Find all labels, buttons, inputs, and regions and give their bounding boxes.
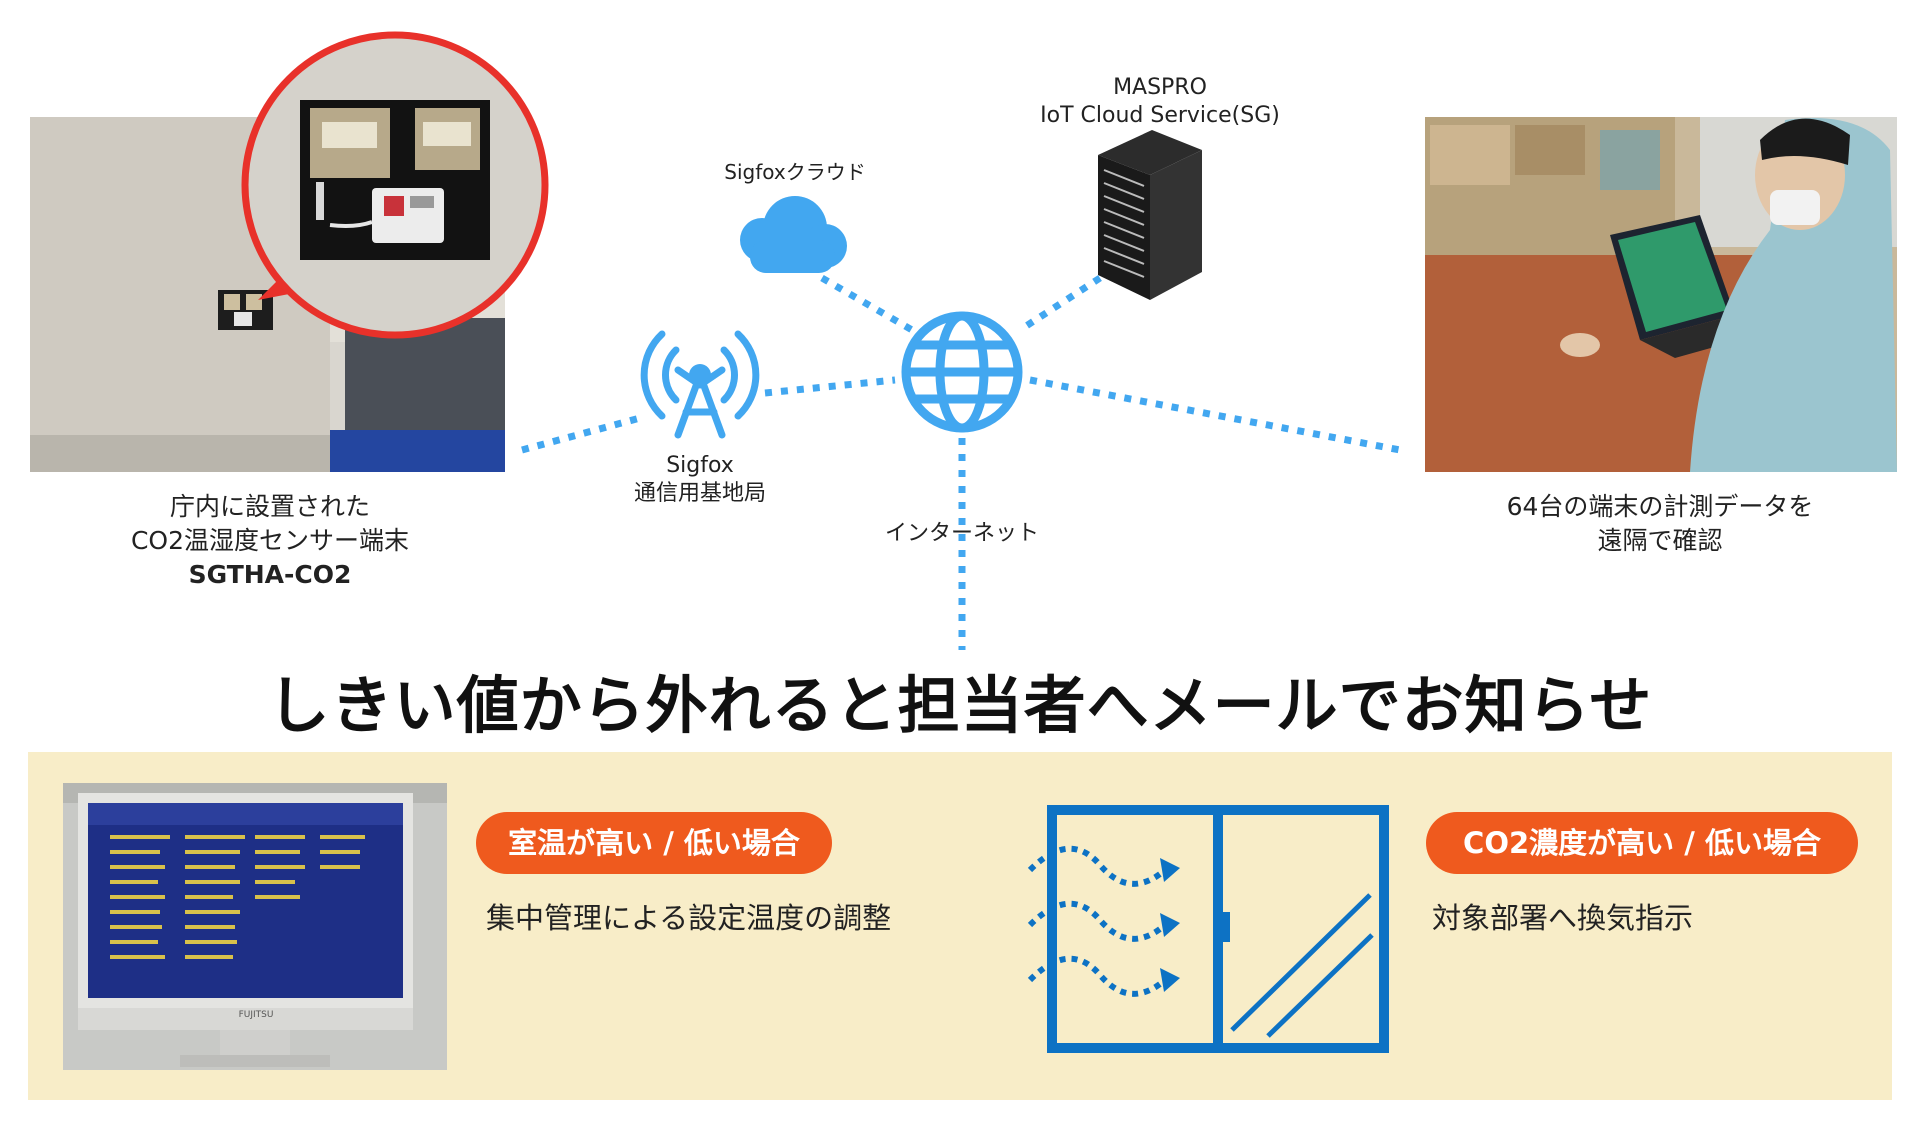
connection-lines bbox=[521, 274, 1401, 650]
headline: しきい値から外れると担当者へメールでお知らせ bbox=[267, 669, 1653, 742]
monitor-brand: FUJITSU bbox=[238, 1010, 274, 1020]
sensor-caption-line1: 庁内に設置された bbox=[169, 492, 370, 521]
remote-caption: 64台の端末の計測データを 遠隔で確認 bbox=[1430, 490, 1890, 558]
sensor-model: SGTHA-CO2 bbox=[188, 560, 352, 589]
maspro-line1: MASPRO bbox=[1113, 75, 1207, 100]
sensor-photo bbox=[30, 31, 549, 472]
line-server-to-globe bbox=[1018, 275, 1102, 333]
base-station-label: Sigfox 通信用基地局 bbox=[600, 452, 800, 508]
base-station-line1: Sigfox bbox=[666, 453, 734, 478]
maspro-label: MASPRO IoT Cloud Service(SG) bbox=[1000, 74, 1320, 130]
airflow-arrowheads bbox=[1160, 858, 1180, 992]
co2-badge: CO2濃度が高い / 低い場合 bbox=[1426, 812, 1858, 874]
maspro-line2: IoT Cloud Service(SG) bbox=[1040, 103, 1280, 128]
line-sensor-to-antenna bbox=[521, 414, 641, 454]
sensor-caption: 庁内に設置された CO2温湿度センサー端末 SGTHA-CO2 bbox=[70, 490, 470, 592]
remote-monitoring-photo bbox=[1425, 117, 1897, 472]
globe-icon bbox=[901, 311, 1023, 433]
monitor-photo bbox=[63, 783, 447, 1070]
line-cloud-to-globe bbox=[820, 274, 914, 334]
line-globe-to-remote bbox=[1029, 376, 1401, 454]
temperature-badge: 室温が高い / 低い場合 bbox=[476, 812, 832, 874]
internet-label: インターネット bbox=[884, 521, 1039, 546]
window-icon bbox=[1047, 805, 1389, 1053]
remote-caption-line1: 64台の端末の計測データを bbox=[1506, 492, 1814, 521]
co2-action: 対象部署へ換気指示 bbox=[1432, 901, 1694, 935]
remote-caption-line2: 遠隔で確認 bbox=[1597, 526, 1723, 555]
sensor-caption-line2: CO2温湿度センサー端末 bbox=[130, 526, 410, 555]
server-icon bbox=[1098, 130, 1202, 300]
base-station-line2: 通信用基地局 bbox=[633, 481, 766, 506]
temperature-action: 集中管理による設定温度の調整 bbox=[486, 901, 892, 935]
cloud-icon bbox=[740, 196, 847, 273]
sigfox-cloud-label: Sigfoxクラウド bbox=[724, 160, 866, 184]
line-antenna-to-globe bbox=[764, 376, 896, 397]
